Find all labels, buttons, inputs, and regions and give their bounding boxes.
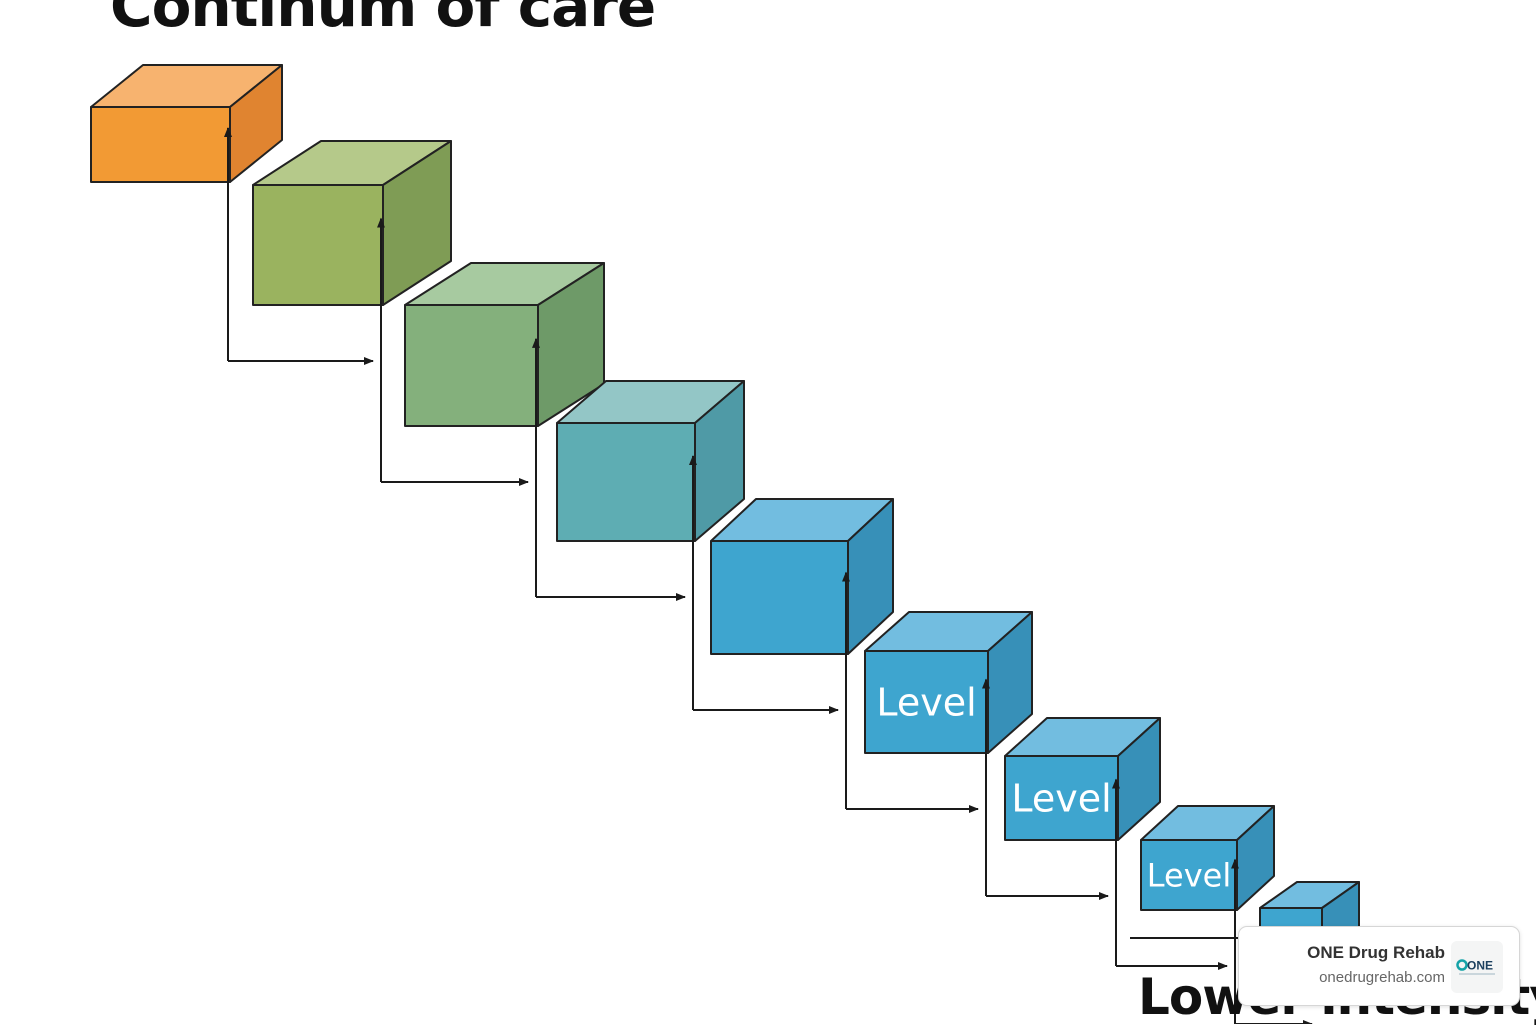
block-front-face — [1140, 839, 1238, 911]
brand-logo-text: ONE — [1467, 959, 1493, 973]
brand-name: ONE Drug Rehab — [1307, 943, 1445, 962]
care-level-block-2 — [252, 140, 452, 306]
block-level-label: Level — [1147, 857, 1231, 895]
care-level-block-6: Level — [864, 611, 1033, 754]
block-front-face — [90, 106, 231, 183]
block-front-face — [864, 650, 989, 754]
care-level-block-1 — [90, 64, 283, 183]
block-front-face — [1004, 755, 1119, 841]
block-level-label: Level — [1011, 777, 1111, 821]
diagram-title: Continum of care — [110, 0, 656, 40]
care-level-block-3 — [404, 262, 605, 427]
care-level-block-5 — [710, 498, 894, 655]
brand-badge[interactable]: ONE Drug Rehab onedrugrehab.com ONE — [1238, 926, 1520, 1006]
brand-logo-icon: ONE — [1451, 941, 1503, 993]
care-level-block-7: Level — [1004, 717, 1161, 841]
care-level-block-4 — [556, 380, 745, 542]
block-level-label: Level — [876, 681, 976, 725]
block-front-face — [404, 304, 539, 427]
block-front-face — [252, 184, 384, 306]
care-level-block-8: Level — [1140, 805, 1275, 911]
block-front-face — [556, 422, 696, 542]
block-front-face — [710, 540, 849, 655]
brand-url[interactable]: onedrugrehab.com — [1319, 969, 1445, 986]
